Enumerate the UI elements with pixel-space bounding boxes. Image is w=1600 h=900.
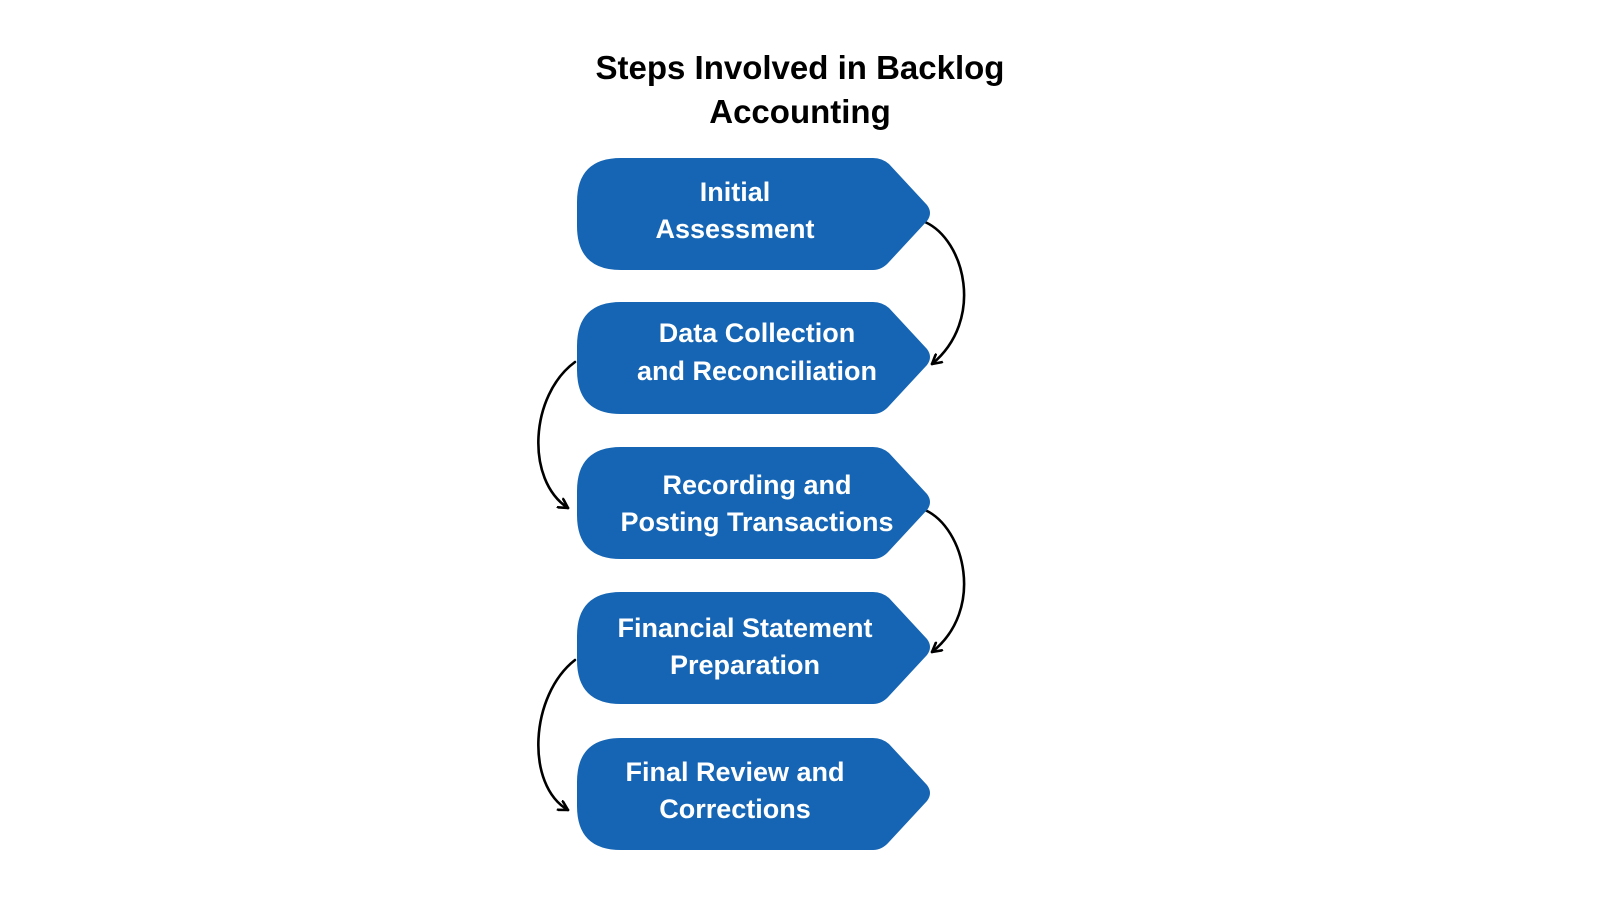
step-final-review-corrections: Final Review and Corrections [577,738,930,850]
title-line-2: Accounting [709,93,890,130]
connector-arrow-3-to-4 [923,508,966,654]
step-label-line-1: Initial [700,177,771,207]
step-shape [577,738,930,850]
step-label-line-1: Data Collection [659,318,856,348]
step-shape [577,302,930,414]
connectors [537,220,966,812]
diagram-title: Steps Involved in Backlog Accounting [596,49,1005,130]
step-label-line-1: Recording and [662,470,851,500]
connector-arrow-2-to-3 [537,360,577,510]
connector-arrow-4-to-5 [537,658,577,812]
step-data-collection-reconciliation: Data Collection and Reconciliation [577,302,930,414]
connector-arrow-1-to-2 [923,220,966,366]
step-shape [577,447,930,559]
step-label-line-1: Financial Statement [617,613,872,643]
step-recording-posting-transactions: Recording and Posting Transactions [577,447,930,559]
step-label-line-2: Assessment [655,214,814,244]
step-financial-statement-preparation: Financial Statement Preparation [577,592,930,704]
step-label-line-2: and Reconciliation [637,356,877,386]
step-label-line-2: Preparation [670,650,820,680]
step-label-line-1: Final Review and [625,757,844,787]
title-line-1: Steps Involved in Backlog [596,49,1005,86]
step-initial-assessment: Initial Assessment [577,158,930,270]
step-shape [577,158,930,270]
step-label-line-2: Corrections [659,794,811,824]
step-shape [577,592,930,704]
step-label-line-2: Posting Transactions [620,507,893,537]
